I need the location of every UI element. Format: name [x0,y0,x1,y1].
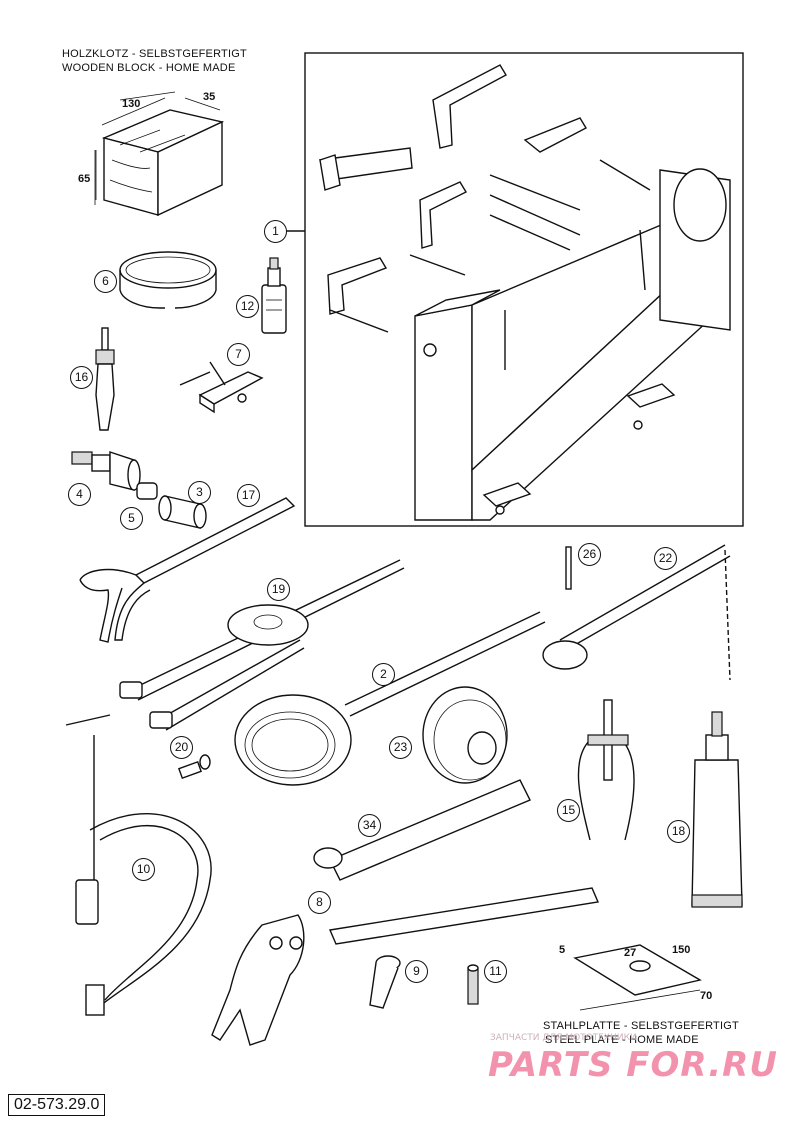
pin-tool-26-drawing [565,546,572,590]
wooden-block-height: 65 [78,173,91,185]
steel-plate-length: 150 [672,944,691,956]
wooden-block-width: 35 [203,91,216,103]
engine-stand-frame-box [304,52,744,527]
callout-15: 15 [557,799,580,822]
callout-4: 4 [68,483,91,506]
callout-20: 20 [170,736,193,759]
tool-9-drawing [369,955,401,1009]
callout-7: 7 [227,343,250,366]
threebond-tube-18-drawing [691,711,743,908]
clamping-tool-19-drawing [119,559,405,731]
callout-8: 8 [308,891,331,914]
steel-plate-hole: 27 [624,947,637,959]
loctite-bottle-12-drawing [261,257,287,334]
steel-plate-thickness: 5 [559,944,566,956]
holding-wrench-2-drawing [234,611,546,786]
wooden-block-length: 130 [122,98,141,110]
watermark-subtitle: ЗАПЧАСТИ ДЛЯ МОТОТЕХНИКИ [490,1033,637,1043]
valve-spring-compressor-10-drawing [65,714,212,1016]
callout-6: 6 [94,270,117,293]
part-code-label: 02-573.29.0 [8,1094,106,1116]
engine-stand-drawing [318,64,731,521]
flywheel-puller-23-drawing [422,686,508,784]
holding-tool-8-drawing [211,887,599,1046]
ring-tool-6-drawing [119,251,217,309]
callout-2: 2 [372,663,395,686]
steel-plate-width: 70 [700,990,713,1002]
callout-16: 16 [70,366,93,389]
callout-9: 9 [405,960,428,983]
wooden-block-label-de: HOLZKLOTZ - SELBSTGEFERTIGT [62,48,247,60]
callout-11: 11 [484,960,507,983]
callout-10: 10 [132,858,155,881]
callout-19: 19 [267,578,290,601]
separator-tool-7-drawing [179,361,264,414]
gear-puller-15-drawing [577,699,635,841]
callout-17: 17 [237,484,260,507]
steel-plate-drawing [573,944,702,1011]
dimension-leader-130 [119,91,176,101]
callout-34: 34 [358,814,381,837]
wooden-block-drawing [94,97,225,217]
bolt-tool-20-drawing [177,754,211,780]
wooden-block-label-en: WOODEN BLOCK - HOME MADE [62,62,236,74]
callout-12: 12 [236,295,259,318]
callout-26: 26 [578,543,601,566]
watermark-logo: PARTS FOR.RU [488,1045,778,1085]
spanner-34-drawing [313,779,531,881]
callout-5: 5 [120,507,143,530]
callout-18: 18 [667,820,690,843]
chain-wrench-22-drawing [542,544,731,681]
socket-tools-4-5-3-drawing [71,451,207,529]
steel-plate-label-en: STEEL PLATE - HOME MADE [545,1034,699,1046]
callout-1: 1 [264,220,287,243]
callout-22: 22 [654,547,677,570]
callout-3: 3 [188,481,211,504]
bearing-puller-16-drawing [95,327,115,431]
bar-tool-17-drawing [79,497,296,643]
plug-11-drawing [467,964,479,1005]
callout-23: 23 [389,736,412,759]
steel-plate-label-de: STAHLPLATTE - SELBSTGEFERTIGT [543,1020,739,1032]
